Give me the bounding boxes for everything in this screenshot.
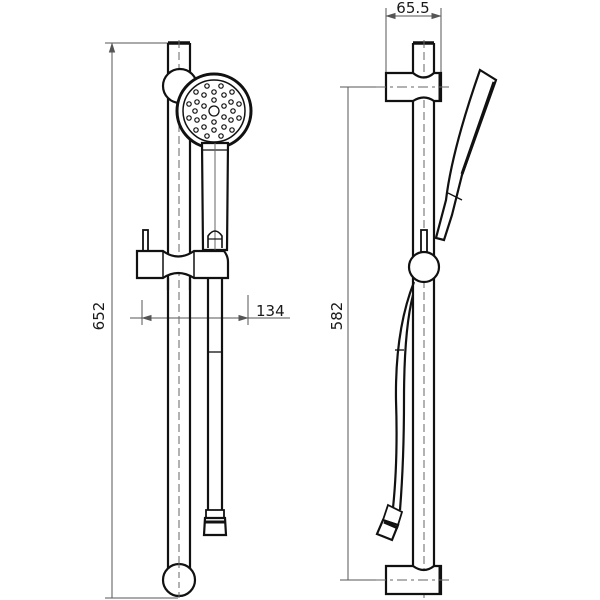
dimension-65-5 [385, 8, 442, 72]
nozzle-pattern [186, 83, 242, 139]
dimension-134 [130, 295, 290, 325]
projection-label: 134 [256, 302, 285, 320]
height-label: 652 [90, 302, 108, 331]
dimension-652 [105, 42, 178, 599]
hose-front [202, 278, 228, 537]
shower-head-side [434, 68, 498, 242]
rail-side [411, 40, 436, 598]
shower-handle-front [200, 141, 230, 252]
depth-label: 65.5 [396, 0, 429, 17]
slider-bracket-front [135, 229, 230, 290]
bottom-bracket [161, 562, 197, 598]
slider-bracket-side [407, 229, 441, 284]
spacing-label: 582 [328, 302, 346, 331]
shower-head-front [175, 72, 253, 150]
side-view: 65.5 582 [328, 0, 498, 598]
hose-side [375, 281, 416, 542]
front-view: 652 134 [90, 40, 290, 599]
